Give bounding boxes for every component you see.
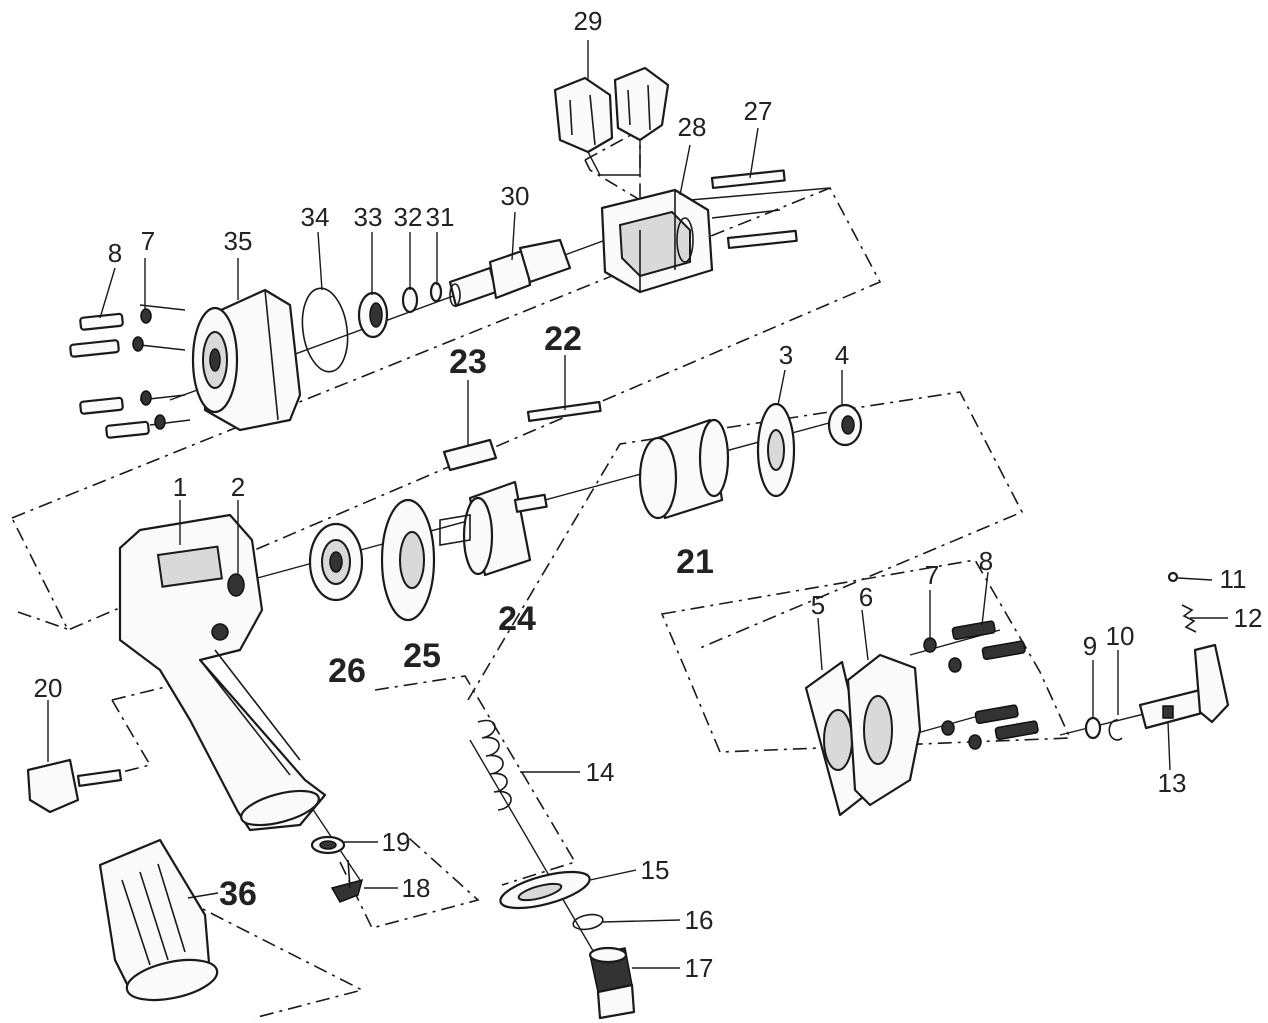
label-part-11: 11 [1220, 564, 1247, 594]
part-35-front-housing [191, 288, 302, 432]
label-part-27: 27 [744, 96, 773, 126]
part-28-hammer-cage [600, 188, 714, 294]
part-21-cylinder [638, 418, 730, 520]
label-part-7-rear: 7 [925, 560, 939, 590]
label-part-10: 10 [1106, 621, 1135, 651]
label-part-3: 3 [779, 340, 793, 370]
label-part-13: 13 [1158, 768, 1187, 798]
part-2-button [227, 573, 245, 597]
label-part-36: 36 [219, 875, 257, 913]
label-part-14: 14 [586, 757, 615, 787]
label-part-28: 28 [678, 112, 707, 142]
part-36-rubber-boot [98, 838, 219, 1002]
part-30-anvil [448, 238, 572, 308]
boundary-motor-assembly [17, 391, 1024, 701]
boundary-front-assembly [10, 186, 882, 632]
part-25-front-plate [380, 498, 436, 622]
part-8-rear-screws [951, 620, 1039, 741]
part-4-bearing [827, 403, 863, 447]
part-34-gasket [301, 287, 349, 373]
part-23-rotor-blade [442, 438, 498, 472]
label-part-32: 32 [394, 202, 423, 232]
label-part-30: 30 [501, 181, 530, 211]
part-29-clutch-jaws [553, 66, 670, 176]
part-6-rear-cover [846, 653, 922, 807]
part-10-clip [1108, 719, 1123, 741]
label-part-1: 1 [173, 472, 187, 502]
part-12-spring [1181, 604, 1197, 633]
part-15-valve-plate [499, 870, 591, 910]
label-part-23: 23 [449, 343, 487, 381]
label-part-4: 4 [835, 340, 849, 370]
label-part-31: 31 [426, 202, 455, 232]
part-8-front-screws [69, 312, 150, 439]
part-24-rotor [439, 480, 548, 577]
part-7-rear-washers [923, 637, 982, 750]
label-part-22: 22 [544, 320, 582, 358]
label-part-8-front: 8 [108, 238, 122, 268]
part-labels: 29 28 27 30 31 32 33 34 35 7 8 22 23 3 4… [34, 6, 1263, 983]
label-part-34: 34 [301, 202, 330, 232]
label-part-7-front: 7 [141, 226, 155, 256]
label-part-25: 25 [403, 637, 441, 675]
label-part-6: 6 [859, 582, 873, 612]
label-part-33: 33 [354, 202, 383, 232]
label-part-15: 15 [641, 855, 670, 885]
part-3-rear-plate [756, 402, 796, 498]
label-part-8-rear: 8 [979, 546, 993, 576]
label-part-20: 20 [34, 673, 63, 703]
part-9-washer [1084, 716, 1102, 740]
boundary-boot-assembly [184, 899, 365, 1019]
part-7-front-washers [132, 308, 166, 430]
part-1-main-housing [118, 513, 327, 832]
label-part-2: 2 [231, 472, 245, 502]
part-18-throttle-valve [330, 859, 364, 903]
label-part-17: 17 [685, 953, 714, 983]
part-11-ball [1167, 571, 1179, 583]
boundary-rear-assembly [660, 559, 1072, 753]
part-26-front-bearing [308, 522, 364, 602]
part-33-bushing [357, 291, 389, 339]
part-32-washer [401, 286, 419, 314]
part-19-valve-seat [310, 835, 346, 855]
label-part-29: 29 [574, 6, 603, 36]
part-13-reverse-valve [1138, 643, 1230, 730]
part-16-o-ring [572, 913, 604, 931]
label-part-12: 12 [1234, 603, 1263, 633]
part-14-spring [477, 719, 512, 811]
part-31-o-ring [429, 281, 443, 303]
leader-lines [47, 40, 1228, 969]
label-part-35: 35 [224, 226, 253, 256]
label-part-16: 16 [685, 905, 714, 935]
label-part-24: 24 [498, 600, 536, 638]
label-part-9: 9 [1083, 631, 1097, 661]
label-part-21: 21 [676, 543, 714, 581]
label-part-18: 18 [402, 873, 431, 903]
part-20-trigger [26, 758, 123, 814]
part-27-hammer-pins [710, 169, 798, 250]
label-part-19: 19 [382, 827, 411, 857]
label-part-5: 5 [811, 590, 825, 620]
part-22-pin [526, 400, 602, 423]
label-part-26: 26 [328, 652, 366, 690]
part-17-air-inlet [588, 946, 636, 1020]
